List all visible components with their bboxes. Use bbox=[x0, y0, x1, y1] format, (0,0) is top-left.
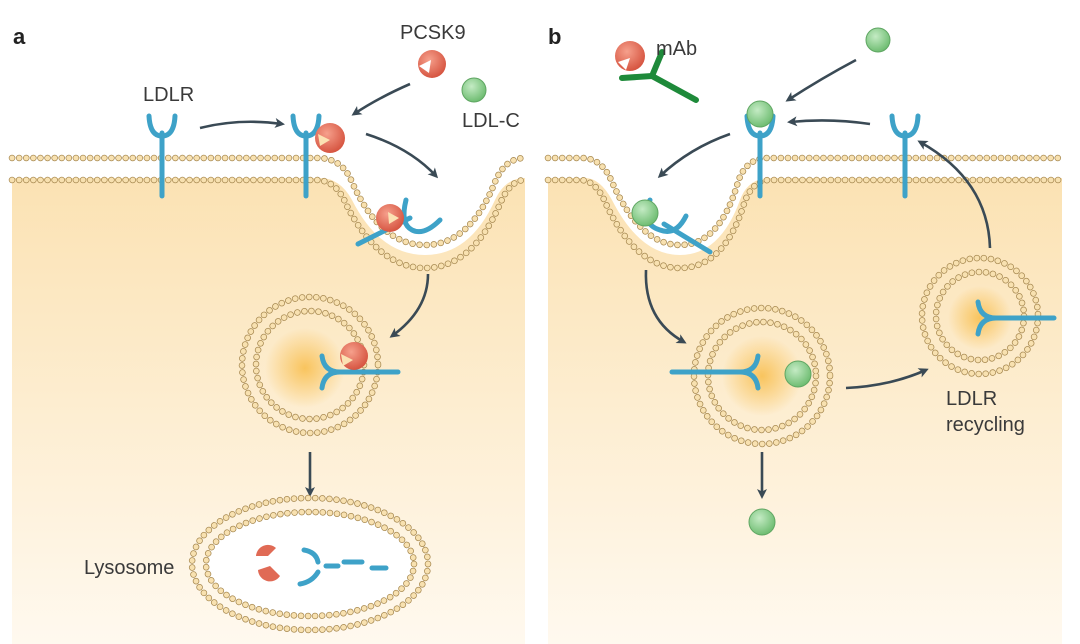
panel-a bbox=[8, 50, 529, 644]
ldl-particle-icon bbox=[746, 100, 774, 128]
pcsk9-icon bbox=[615, 41, 645, 71]
antibody-icon bbox=[619, 49, 699, 103]
pcsk9-icon bbox=[340, 342, 368, 370]
panel-letter-a: a bbox=[13, 24, 26, 49]
ldlr-receptor-icon bbox=[146, 113, 178, 199]
pcsk9-fragment-icon bbox=[258, 566, 280, 582]
ldlr-recycling-label-line2: recycling bbox=[946, 414, 1025, 436]
lysosome-label: Lysosome bbox=[84, 557, 175, 579]
cytoplasm-a bbox=[12, 178, 525, 644]
ldlr-recycling-label-line1: LDLR bbox=[946, 388, 998, 410]
ldl-particle-icon bbox=[865, 27, 891, 53]
lysosome bbox=[188, 494, 432, 634]
ldlr-receptor-icon bbox=[319, 353, 401, 391]
ldl-particle-icon bbox=[748, 508, 776, 536]
pcsk9-icon bbox=[315, 123, 345, 153]
arrow-icon bbox=[917, 140, 992, 249]
panel-letter-b: b bbox=[548, 24, 562, 49]
arrow-icon bbox=[351, 82, 411, 116]
pcsk9-fragment-icon bbox=[256, 544, 276, 556]
ldl-particle-icon bbox=[631, 199, 659, 227]
ldl-particle-icon bbox=[461, 77, 487, 103]
ldlr-receptor-icon bbox=[975, 299, 1057, 337]
arrow-icon bbox=[845, 368, 929, 390]
ldl-particle-icon bbox=[784, 360, 812, 388]
pcsk9-label: PCSK9 bbox=[400, 22, 466, 44]
ldlr-receptor-icon bbox=[669, 353, 761, 391]
arrow-icon bbox=[785, 58, 857, 102]
arrow-icon bbox=[657, 132, 731, 179]
arrow-icon bbox=[365, 132, 439, 179]
pcsk9-icon bbox=[376, 204, 404, 232]
arrow-icon bbox=[199, 118, 285, 130]
ldlr-fragment-icon bbox=[297, 547, 389, 587]
ldlr-receptor-icon bbox=[889, 113, 921, 199]
ldlr-label: LDLR bbox=[143, 84, 195, 106]
endosome-b bbox=[669, 304, 834, 448]
arrow-icon bbox=[644, 269, 687, 344]
mab-label: mAb bbox=[656, 38, 698, 60]
panel-b bbox=[544, 27, 1066, 644]
recycling-endosome bbox=[918, 254, 1057, 378]
ldlr-receptor-icon bbox=[290, 113, 322, 199]
arrow-icon bbox=[389, 273, 430, 338]
ldlr-receptor-icon bbox=[744, 113, 776, 199]
arrow-icon bbox=[787, 116, 871, 127]
endosome-a bbox=[238, 293, 401, 437]
pcsk9-icon bbox=[418, 50, 446, 78]
ldl-c-label: LDL-C bbox=[462, 110, 520, 132]
